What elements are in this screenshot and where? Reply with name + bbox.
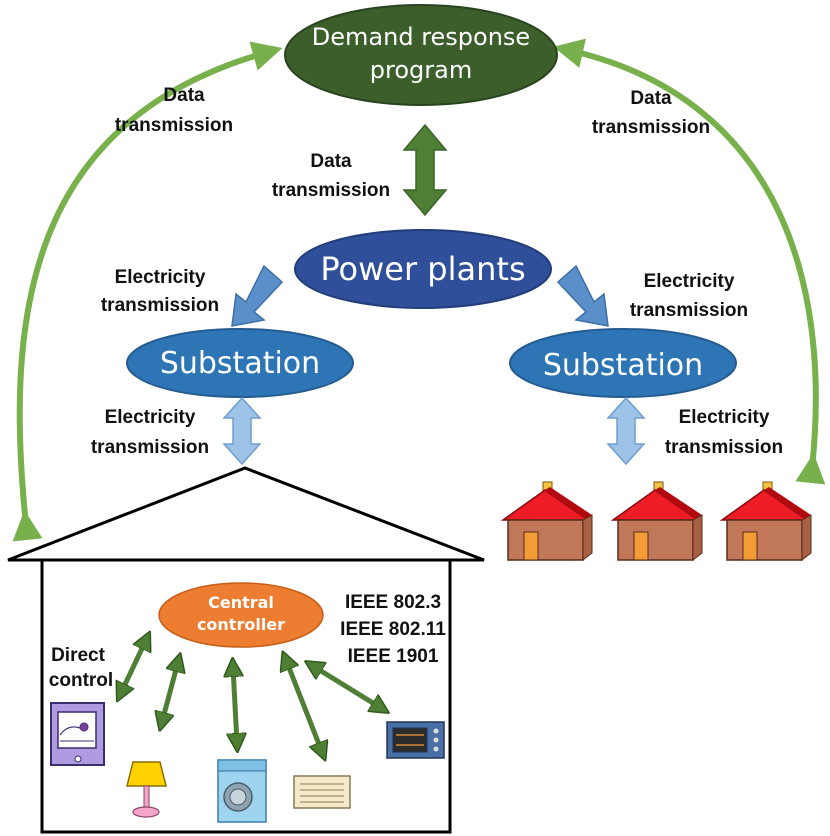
oven-icon xyxy=(386,721,445,759)
elec-label-left-2: transmission xyxy=(101,295,219,316)
standard-ieee-802-11: IEEE 802.11 xyxy=(340,619,446,640)
lamp-icon xyxy=(126,761,167,818)
direct-control-label-1: Direct xyxy=(51,645,106,666)
elec-label-sub-left-2: transmission xyxy=(91,437,209,458)
controller-links xyxy=(121,640,381,752)
home-roof xyxy=(7,466,485,562)
electricity-double-arrow-right xyxy=(606,396,646,466)
electricity-arrow-right xyxy=(556,264,609,327)
standard-ieee-802-3: IEEE 802.3 xyxy=(345,592,441,613)
electricity-double-arrow-left xyxy=(222,396,262,466)
elec-label-right-1: Electricity xyxy=(644,271,735,292)
house-1-icon xyxy=(500,481,593,562)
data-label-left-1: Data xyxy=(163,85,205,106)
power-plants-label: Power plants xyxy=(320,250,525,288)
link-oven xyxy=(313,666,381,708)
substation-left-node: Substation xyxy=(126,328,354,398)
substation-right-label: Substation xyxy=(543,348,703,383)
substation-right-node: Substation xyxy=(509,328,737,398)
microwave-icon xyxy=(50,702,105,766)
central-controller-line2: controller xyxy=(197,615,285,634)
elec-label-sub-right-1: Electricity xyxy=(679,407,770,428)
data-label-right-2: transmission xyxy=(592,117,710,138)
direct-control-label-2: control xyxy=(49,670,113,691)
data-label-right-1: Data xyxy=(630,88,672,109)
elec-label-sub-left-1: Electricity xyxy=(105,407,196,428)
house-2-icon xyxy=(610,481,703,562)
data-label-center-2: transmission xyxy=(272,180,390,201)
central-controller-node: Central controller xyxy=(158,582,324,648)
link-lamp xyxy=(162,662,178,722)
central-controller-line1: Central xyxy=(208,593,274,612)
demand-response-line1: Demand response xyxy=(312,23,530,51)
power-plants-node: Power plants xyxy=(294,229,552,309)
standard-ieee-1901: IEEE 1901 xyxy=(348,646,439,667)
elec-label-sub-right-2: transmission xyxy=(665,437,783,458)
demand-response-line2: program xyxy=(370,56,472,84)
house-3-icon xyxy=(719,481,812,562)
washing-machine-icon xyxy=(217,759,267,823)
link-washer xyxy=(233,667,237,743)
data-label-center-1: Data xyxy=(310,151,352,172)
data-arrow-right xyxy=(553,38,826,485)
demand-response-node: Demand response program xyxy=(284,4,558,106)
air-conditioner-icon xyxy=(293,775,351,809)
link-microwave xyxy=(121,640,146,693)
substation-left-label: Substation xyxy=(160,346,320,381)
data-label-left-2: transmission xyxy=(115,115,233,136)
data-double-arrow-center xyxy=(402,123,448,217)
elec-label-right-2: transmission xyxy=(630,300,748,321)
elec-label-left-1: Electricity xyxy=(115,267,206,288)
electricity-arrow-left xyxy=(231,264,284,327)
data-arrow-left xyxy=(12,41,283,542)
